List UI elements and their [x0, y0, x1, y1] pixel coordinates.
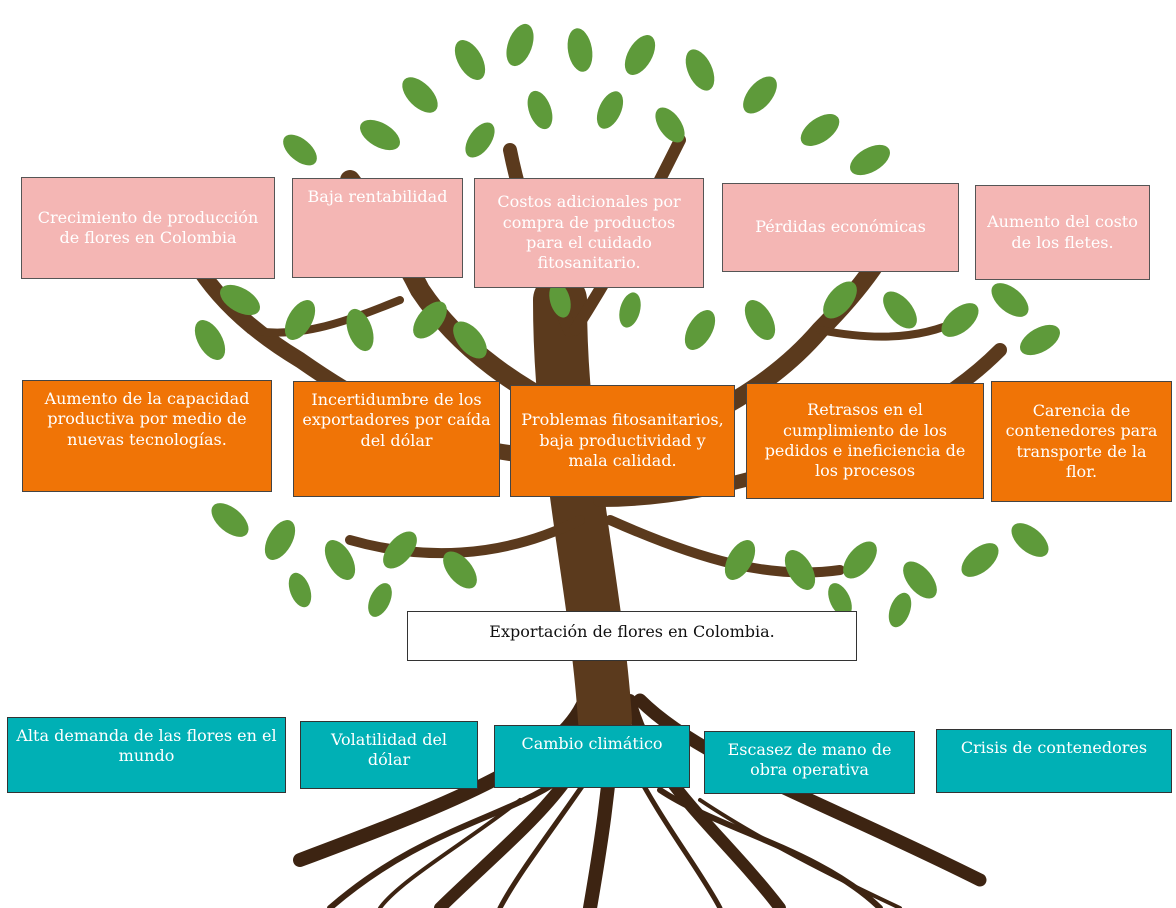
cause-box-4: Retrasos en el cumplimiento de los pedid…: [746, 383, 984, 499]
cause-text-4: Retrasos en el cumplimiento de los pedid…: [764, 400, 966, 481]
effect-text-2: Baja rentabilidad: [307, 187, 448, 206]
root-cause-box-4: Escasez de mano de obra operativa: [704, 731, 915, 794]
cause-text-1: Aumento de la capacidad productiva por m…: [44, 389, 250, 449]
cause-text-2: Incertidumbre de los exportadores por ca…: [302, 390, 491, 450]
cause-box-5: Carencia de contenedores para transporte…: [991, 381, 1172, 502]
cause-text-3: Problemas fitosanitarios, baja productiv…: [521, 410, 724, 471]
root-cause-box-3: Cambio climático: [494, 725, 690, 788]
root-cause-text-2: Volatilidad del dólar: [330, 730, 448, 770]
effect-box-2: Baja rentabilidad: [292, 178, 463, 278]
central-problem-box: Exportación de flores en Colombia.: [407, 611, 857, 661]
effect-box-3: Costos adicionales por compra de product…: [474, 178, 704, 288]
root-cause-text-4: Escasez de mano de obra operativa: [727, 740, 892, 780]
cause-box-2: Incertidumbre de los exportadores por ca…: [293, 381, 500, 497]
root-cause-box-2: Volatilidad del dólar: [300, 721, 478, 789]
root-cause-box-5: Crisis de contenedores: [936, 729, 1172, 793]
cause-text-5: Carencia de contenedores para transporte…: [1005, 400, 1158, 481]
effect-text-4: Pérdidas económicas: [755, 217, 926, 237]
effect-text-5: Aumento del costo de los fletes.: [987, 212, 1138, 252]
effect-text-1: Crecimiento de producción de flores en C…: [37, 207, 259, 247]
cause-box-1: Aumento de la capacidad productiva por m…: [22, 380, 272, 492]
root-cause-box-1: Alta demanda de las flores en el mundo: [7, 717, 286, 793]
tree-leaves: [194, 23, 1060, 628]
effect-box-4: Pérdidas económicas: [722, 183, 959, 272]
cause-box-3: Problemas fitosanitarios, baja productiv…: [510, 385, 735, 497]
effect-box-5: Aumento del costo de los fletes.: [975, 185, 1150, 280]
root-cause-text-3: Cambio climático: [521, 734, 663, 753]
root-cause-text-1: Alta demanda de las flores en el mundo: [16, 726, 277, 766]
central-problem-text: Exportación de flores en Colombia.: [489, 622, 775, 641]
effect-box-1: Crecimiento de producción de flores en C…: [21, 177, 275, 279]
root-cause-text-5: Crisis de contenedores: [960, 738, 1148, 757]
effect-text-3: Costos adicionales por compra de product…: [497, 192, 681, 273]
